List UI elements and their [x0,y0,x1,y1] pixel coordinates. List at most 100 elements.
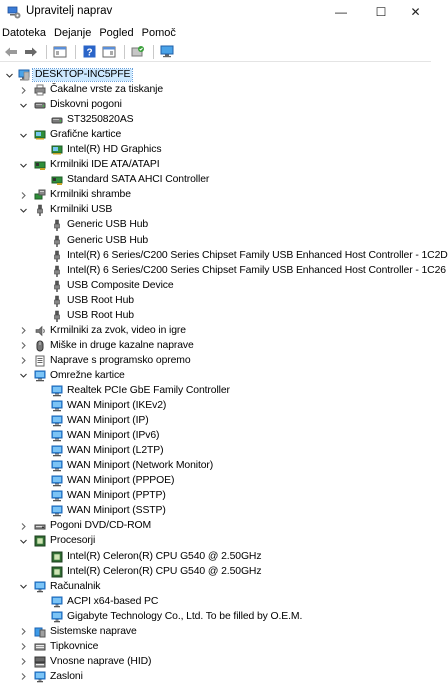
window-title: Upravitelj naprav [26,5,113,17]
chevron-right-icon[interactable] [18,657,28,667]
tree-device-item[interactable]: ST3250820AS [0,113,431,128]
ide-controller-icon [51,176,63,186]
update-driver-icon [131,46,144,57]
network-adapter-icon [51,505,63,517]
tree-device-item[interactable]: Intel(R) Celeron(R) CPU G540 @ 2.50GHz [0,550,431,565]
tree-device-item[interactable]: Intel(R) 6 Series/C200 Series Chipset Fa… [0,249,448,264]
tree-device-item[interactable]: ACPI x64-based PC [0,595,431,610]
details-icon [102,46,116,57]
tree-category-item[interactable]: Grafične kartice [0,128,431,143]
tree-device-item[interactable]: Generic USB Hub [0,234,431,249]
processor-icon [51,551,63,562]
menu-help[interactable]: Pomoč [141,27,176,39]
chevron-right-icon[interactable] [18,326,28,336]
usb-icon [37,205,43,217]
ide-controller-icon [34,161,46,171]
tree-item-label: WAN Miniport (IP) [67,415,149,427]
menu-file[interactable]: Datoteka [2,27,47,39]
tree-item-label: Intel(R) Celeron(R) CPU G540 @ 2.50GHz [67,565,262,577]
chevron-down-icon[interactable] [18,160,28,170]
toolbar-separator [153,44,154,59]
show-hide-console-tree-button[interactable] [51,44,69,60]
tree-item-label: Intel(R) 6 Series/C200 Series Chipset Fa… [67,249,448,261]
tree-category-item[interactable]: Miške in druge kazalne naprave [0,339,431,354]
chevron-right-icon[interactable] [18,627,28,637]
chevron-right-icon[interactable] [18,356,28,366]
menu-action[interactable]: Dejanje [54,27,92,39]
tree-category-item[interactable]: Računalnik [0,580,431,595]
tree-category-item[interactable]: Krmilniki za zvok, video in igre [0,324,431,339]
tree-category-item[interactable]: Krmilniki IDE ATA/ATAPI [0,158,431,173]
chevron-down-icon[interactable] [18,130,28,140]
network-adapter-icon [34,370,46,382]
tree-device-item[interactable]: WAN Miniport (IKEv2) [0,399,431,414]
chevron-right-icon[interactable] [18,642,28,652]
chevron-right-icon[interactable] [18,672,28,682]
title-bar: Upravitelj naprav — ☐ ✕ [0,0,431,24]
tree-category-item[interactable]: Tipkovnice [0,640,431,655]
back-button[interactable] [2,44,20,60]
tree-item-label: USB Composite Device [67,279,174,291]
chevron-down-icon[interactable] [18,371,28,381]
tree-item-label: Vnosne naprave (HID) [50,655,152,667]
tree-device-item[interactable]: WAN Miniport (SSTP) [0,504,431,519]
tree-device-item[interactable]: USB Composite Device [0,279,431,294]
tree-category-item[interactable]: Naprave s programsko opremo [0,354,431,369]
tree-device-item[interactable]: WAN Miniport (L2TP) [0,444,431,459]
usb-icon [54,250,60,262]
chevron-down-icon[interactable] [18,205,28,215]
chevron-right-icon[interactable] [18,341,28,351]
tree-item-label: WAN Miniport (IPv6) [67,430,160,442]
update-driver-button[interactable] [129,44,147,60]
chevron-right-icon[interactable] [18,190,28,200]
minimize-button[interactable]: — [335,5,347,19]
tree-category-item[interactable]: Čakalne vrste za tiskanje [0,83,431,98]
tree-root-item[interactable]: DESKTOP-INC5PFE [0,68,431,83]
close-button[interactable]: ✕ [410,5,421,19]
forward-button[interactable] [22,44,40,60]
tree-category-item[interactable]: Omrežne kartice [0,369,431,384]
tree-category-item[interactable]: Pogoni DVD/CD-ROM [0,519,431,534]
tree-device-item[interactable]: WAN Miniport (PPTP) [0,489,431,504]
tree-device-item[interactable]: Generic USB Hub [0,218,431,233]
tree-device-item[interactable]: WAN Miniport (Network Monitor) [0,459,431,474]
tree-category-item[interactable]: Procesorji [0,534,431,549]
menu-view[interactable]: Pogled [99,27,134,39]
tree-category-item[interactable]: Diskovni pogoni [0,98,431,113]
tree-item-label: WAN Miniport (IKEv2) [67,400,167,412]
tree-device-item[interactable]: Gigabyte Technology Co., Ltd. To be fill… [0,610,431,625]
tree-item-label: Procesorji [50,535,96,547]
tree-item-label: Krmilniki IDE ATA/ATAPI [50,159,160,171]
help-button[interactable]: ? [80,44,98,60]
tree-category-item[interactable]: Zasloni [0,670,431,685]
maximize-button[interactable]: ☐ [375,5,387,19]
tree-device-item[interactable]: WAN Miniport (PPPOE) [0,474,431,489]
chevron-down-icon[interactable] [18,100,28,110]
chevron-right-icon[interactable] [18,85,28,95]
tree-device-item[interactable]: USB Root Hub [0,309,431,324]
tree-category-item[interactable]: Vnosne naprave (HID) [0,655,431,670]
tree-device-item[interactable]: Realtek PCIe GbE Family Controller [0,384,431,399]
monitor-icon [34,581,46,592]
tree-device-item[interactable]: Intel(R) HD Graphics [0,143,431,158]
tree-device-item[interactable]: Standard SATA AHCI Controller [0,173,431,188]
tree-category-item[interactable]: Sistemske naprave [0,625,431,640]
tree-device-item[interactable]: WAN Miniport (IP) [0,414,431,429]
tree-item-label: Krmilniki USB [50,204,113,216]
details-button[interactable] [100,44,118,60]
tree-device-item[interactable]: WAN Miniport (IPv6) [0,429,431,444]
tree-device-item[interactable]: Intel(R) 6 Series/C200 Series Chipset Fa… [0,264,446,279]
tree-device-item[interactable]: Intel(R) Celeron(R) CPU G540 @ 2.50GHz [0,565,431,580]
chevron-down-icon[interactable] [18,582,28,592]
chevron-down-icon[interactable] [4,70,14,80]
tree-item-label: Naprave s programsko opremo [50,354,191,366]
network-adapter-icon [51,400,63,412]
tree-category-item[interactable]: Krmilniki USB [0,203,431,218]
tree-device-item[interactable]: USB Root Hub [0,294,431,309]
chevron-down-icon[interactable] [18,536,28,546]
scan-hardware-button[interactable] [158,44,176,60]
tree-item-label: WAN Miniport (PPPOE) [67,475,175,487]
chevron-right-icon[interactable] [18,521,28,531]
tree-category-item[interactable]: Krmilniki shrambe [0,188,431,203]
